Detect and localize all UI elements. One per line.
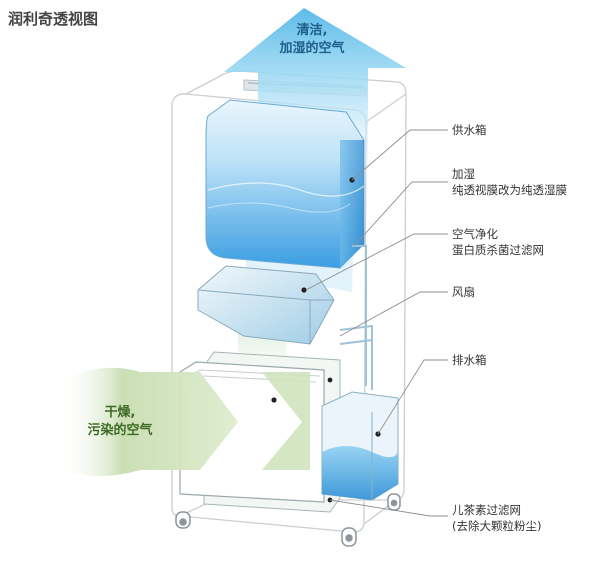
label-water-tank: 供水箱 xyxy=(452,123,487,137)
label-fan: 风扇 xyxy=(452,285,475,299)
label-purify-title: 空气净化 xyxy=(452,227,498,241)
polluted-air-arrow xyxy=(60,367,310,476)
clean-air-text: 清洁, 加湿的空气 xyxy=(264,22,360,58)
polluted-air-text: 干燥, 污染的空气 xyxy=(74,404,166,440)
casters xyxy=(175,493,401,547)
label-humidify-title: 加湿 xyxy=(452,167,475,181)
label-purify-desc: 蛋白质杀菌过滤网 xyxy=(452,243,544,257)
water-pipes xyxy=(339,245,373,390)
label-catechin-title: 儿茶素过滤网 xyxy=(452,503,521,517)
label-drain-tank: 排水箱 xyxy=(452,353,487,367)
clean-air-line1: 清洁, xyxy=(296,23,328,38)
label-humidify-desc: 纯透视膜改为纯透湿膜 xyxy=(452,183,567,197)
drain-tank xyxy=(321,391,399,501)
label-catechin-filter: 儿茶素过滤网 (去除大颗粒粉尘) xyxy=(452,502,541,534)
clean-air-line2: 加湿的空气 xyxy=(279,41,345,56)
label-catechin-desc: (去除大颗粒粉尘) xyxy=(452,519,542,533)
purification-filter-unit xyxy=(197,265,335,345)
label-purify: 空气净化 蛋白质杀菌过滤网 xyxy=(452,226,544,258)
polluted-air-line2: 污染的空气 xyxy=(87,423,153,438)
label-humidify: 加湿 纯透视膜改为纯透湿膜 xyxy=(452,166,567,198)
leader-lines xyxy=(305,129,448,517)
page-title: 润利奇透视图 xyxy=(8,10,99,28)
polluted-air-line1: 干燥, xyxy=(104,405,136,420)
water-supply-tank xyxy=(205,99,365,269)
